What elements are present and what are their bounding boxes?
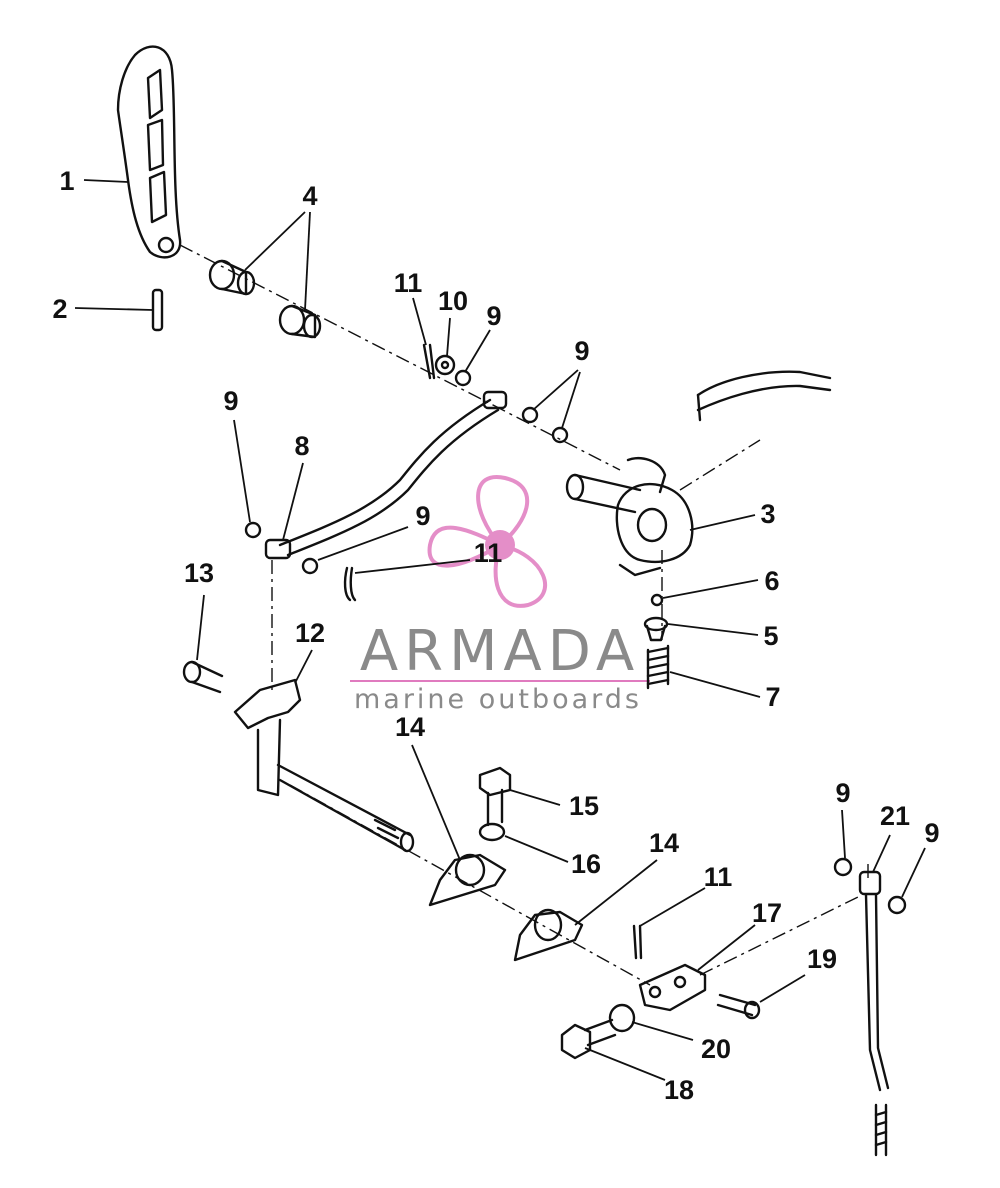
part-10-washer	[434, 354, 456, 376]
part-20-nut	[608, 1003, 636, 1033]
callout-11-c: 11	[704, 862, 733, 892]
callout-9-e: 9	[835, 778, 850, 808]
callout-9-b: 9	[415, 501, 430, 531]
part-1-throttle-handle	[116, 45, 182, 259]
callout-14-a: 14	[395, 712, 425, 742]
callout-20: 20	[701, 1034, 731, 1064]
part-16-washer	[478, 822, 506, 842]
part-2-pin	[151, 288, 164, 332]
part-7-spring	[646, 644, 670, 690]
part-14-shaft-supports	[428, 853, 584, 962]
callout-17: 17	[752, 898, 782, 928]
callout-8: 8	[294, 431, 309, 461]
part-13-bolt	[182, 660, 224, 694]
callout-1: 1	[59, 166, 74, 196]
propeller-icon	[427, 474, 547, 608]
part-9-clips	[244, 369, 907, 915]
callout-13: 13	[184, 558, 214, 588]
callout-4: 4	[302, 181, 317, 211]
callout-9-c: 9	[486, 301, 501, 331]
part-11-cotter-pins	[343, 343, 643, 960]
callout-5: 5	[763, 621, 778, 651]
callout-15: 15	[569, 791, 599, 821]
part-5-plunger	[643, 616, 669, 642]
callout-6: 6	[764, 566, 779, 596]
part-4-bushings	[208, 259, 322, 339]
callout-9-a: 9	[223, 386, 238, 416]
callout-9-f: 9	[924, 818, 939, 848]
part-12-bell-crank	[233, 678, 415, 853]
callout-10: 10	[438, 286, 468, 316]
callout-3: 3	[760, 499, 775, 529]
callout-labels: 1 2 3 4 5 6 7 8 9 9 9 9 9 9 10 11 11 11 …	[52, 166, 939, 1105]
part-19-bolt	[716, 993, 761, 1020]
callout-12: 12	[295, 618, 325, 648]
part-6-ball	[650, 593, 664, 607]
part-21-link-arm	[858, 870, 890, 1157]
part-8-link-rod	[264, 390, 508, 560]
part-17-clamp	[638, 963, 707, 1012]
leader-lines	[74, 179, 926, 1081]
callout-21: 21	[880, 801, 910, 831]
callout-2: 2	[52, 294, 67, 324]
callout-19: 19	[807, 944, 837, 974]
callout-18: 18	[664, 1075, 694, 1105]
assembly-axes	[179, 244, 869, 986]
watermark-tagline: marine outboards	[354, 684, 642, 715]
part-15-bolt	[478, 766, 512, 827]
callout-11-b: 11	[474, 538, 503, 568]
callout-14-b: 14	[649, 828, 679, 858]
watermark-brand: ARMADA	[360, 619, 640, 684]
part-18-bolt	[560, 1018, 617, 1060]
callout-7: 7	[765, 682, 780, 712]
callout-9-d: 9	[574, 336, 589, 366]
callout-16: 16	[571, 849, 601, 879]
part-3-cam-plate	[565, 370, 832, 577]
callout-11-a: 11	[394, 268, 423, 298]
